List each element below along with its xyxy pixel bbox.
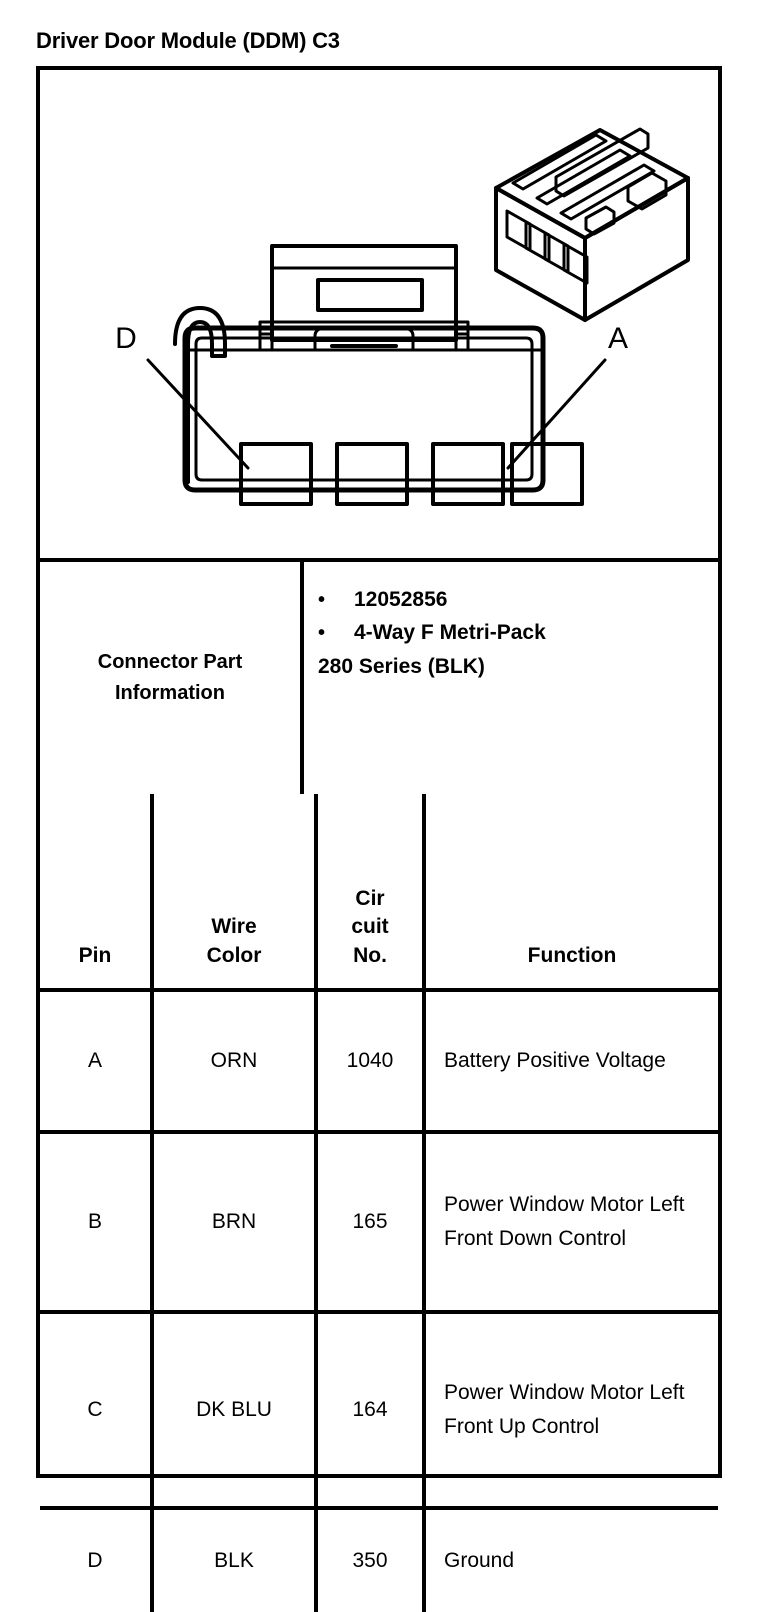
cell-wire-color: BLK (152, 1506, 318, 1612)
connector-sheet: D A Connector Part Information • 1205285… (36, 66, 722, 1612)
terminal-cavities (239, 442, 584, 506)
cell-pin: A (40, 988, 154, 1132)
table-row: A ORN 1040 Battery Positive Voltage (40, 988, 718, 1132)
cell-function: Ground (424, 1506, 718, 1612)
callout-label-a: A (608, 322, 628, 355)
cell-pin: B (40, 1130, 154, 1312)
bullet-dot-icon: • (318, 621, 326, 644)
cell-circuit-no: 1040 (316, 988, 426, 1132)
connector-part-information-value: • 12052856 • 4-Way F Metri-Pack 280 Seri… (304, 562, 718, 794)
cell-pin: C (40, 1310, 154, 1508)
circuit-line-2: cuit (351, 915, 389, 939)
column-header-function: Function (527, 943, 617, 967)
part-bullet-item: • 4-Way F Metri-Pack (318, 617, 708, 650)
cell-circuit-no: 165 (316, 1130, 426, 1312)
illustration-divider (40, 558, 718, 562)
cell-pin: D (40, 1506, 154, 1612)
table-header-row: Pin Wire Color Cir cuit No. Function (40, 794, 718, 990)
bullet-dot-icon: • (318, 589, 326, 611)
cell-circuit-no: 350 (316, 1506, 426, 1612)
cell-function: Power Window Motor Left Front Down Contr… (424, 1130, 718, 1312)
table-row: D BLK 350 Ground (40, 1506, 718, 1612)
callout-leader-lines (146, 358, 607, 470)
part-number: 12052856 (354, 588, 448, 611)
part-bullet-item: • 12052856 (318, 584, 708, 617)
isometric-connector-icon (494, 127, 690, 322)
circuit-line-3: No. (353, 943, 387, 967)
connector-part-information-row: Connector Part Information • 12052856 • … (40, 562, 718, 794)
cell-function: Power Window Motor Left Front Up Control (424, 1310, 718, 1508)
column-header-wire-color: Wire Color (152, 794, 318, 990)
wire-color-line-1: Wire (211, 915, 257, 939)
cell-wire-color: DK BLU (152, 1310, 318, 1508)
column-header-pin: Pin (40, 794, 154, 990)
table-row: C DK BLU 164 Power Window Motor Left Fro… (40, 1310, 718, 1508)
wire-color-line-2: Color (206, 943, 262, 967)
callout-label-d: D (115, 322, 137, 355)
connector-part-information-label: Connector Part Information (40, 562, 304, 794)
pin-table: Pin Wire Color Cir cuit No. Function A O… (40, 794, 718, 1612)
cell-circuit-no: 164 (316, 1310, 426, 1508)
part-description: 4-Way F Metri-Pack (354, 620, 546, 644)
table-row: B BRN 165 Power Window Motor Left Front … (40, 1130, 718, 1312)
cell-wire-color: BRN (152, 1130, 318, 1312)
cell-function: Battery Positive Voltage (424, 988, 718, 1132)
page-title: Driver Door Module (DDM) C3 (36, 28, 340, 53)
cell-wire-color: ORN (152, 988, 318, 1132)
circuit-line-1: Cir (355, 886, 385, 910)
part-description-continuation: 280 Series (BLK) (318, 655, 485, 679)
connector-illustration: D A (40, 70, 718, 558)
connector-front-view (173, 244, 546, 493)
column-header-circuit-no: Cir cuit No. (316, 794, 426, 990)
